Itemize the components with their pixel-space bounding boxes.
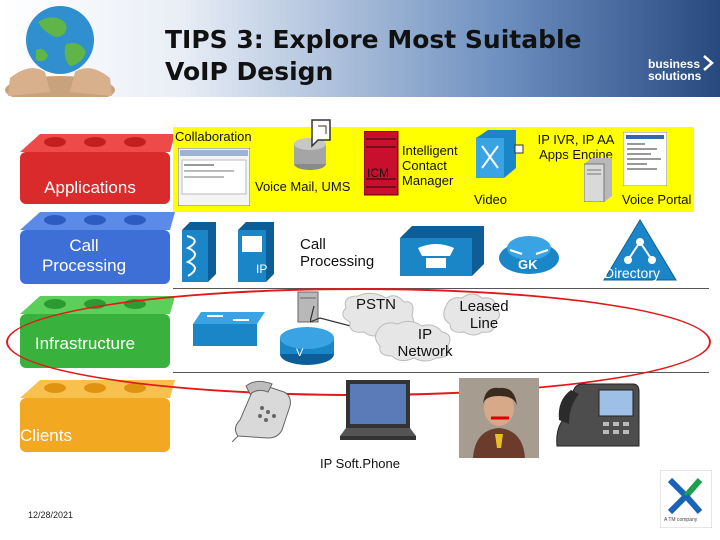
video-label: Video — [474, 192, 508, 207]
ip-desk-phone-icon — [232, 380, 291, 442]
date-footer: 12/28/2021 — [28, 510, 74, 520]
blue-lego-brick-icon — [20, 212, 175, 284]
clients-brick: Clients — [0, 376, 180, 456]
company-tagline: A TM company — [664, 517, 698, 523]
title-line-1: TIPS 3: Explore Most Suitable — [165, 25, 582, 54]
brand-line-1: business — [648, 57, 701, 71]
clients-label: Clients — [20, 426, 72, 445]
intelligent-line-3: Manager — [402, 173, 454, 188]
call-processing-center-label: Call Processing — [300, 236, 374, 270]
voice-portal-document-icon — [623, 132, 667, 186]
phone-switch-icon — [400, 226, 484, 276]
gk-badge: GK — [518, 257, 538, 272]
red-lego-brick-icon — [20, 134, 175, 204]
call-processing-label-1: Call — [69, 236, 99, 255]
ip-phone-icon — [556, 383, 640, 447]
applications-label: Applications — [44, 178, 136, 197]
page-title: TIPS 3: Explore Most Suitable VoIP Desig… — [165, 24, 625, 88]
chevron-logo-icon — [703, 55, 714, 71]
call-processing-center-line-2: Processing — [300, 253, 375, 270]
ip-badge: IP — [256, 262, 268, 276]
intelligent-line-1: Intelligent — [402, 143, 458, 158]
directory-triangle-icon — [603, 219, 677, 281]
voice-mail-server-icon — [294, 119, 331, 170]
directory-label: Directory — [604, 265, 661, 281]
intelligent-line-2: Contact — [402, 158, 447, 173]
ivr-line-1: IP IVR, IP AA — [537, 132, 615, 147]
gk-cloud-icon — [499, 236, 559, 274]
intelligent-contact-manager-label: Intelligent Contact Manager — [402, 143, 458, 188]
brand-line-2: solutions — [648, 69, 702, 83]
icm-server-icon — [364, 131, 399, 196]
header-banner — [0, 0, 720, 97]
collaboration-label: Collaboration — [175, 129, 252, 144]
xl-company-logo — [660, 470, 712, 528]
call-processing-brick: Call Processing — [0, 210, 180, 288]
collaboration-screenshot-icon — [178, 148, 250, 206]
call-processing-label-2: Processing — [41, 256, 127, 275]
person-with-headset-photo — [459, 378, 539, 458]
voice-mail-label: Voice Mail, UMS — [255, 179, 351, 194]
ip-ivr-icon — [476, 130, 516, 178]
small-box-icon — [514, 144, 524, 154]
server-tower-icon — [584, 158, 612, 202]
orange-lego-brick-icon — [20, 380, 175, 452]
softphone-label: IP Soft.Phone — [320, 456, 400, 471]
laptop-icon — [340, 380, 416, 440]
title-line-2: VoIP Design — [165, 57, 334, 86]
call-processing-center-line-1: Call — [300, 236, 326, 253]
ip-phone-server-icon — [238, 222, 274, 282]
icm-badge: ICM — [367, 166, 389, 180]
applications-brick: Applications — [0, 130, 180, 210]
globe-in-hands-icon — [5, 6, 115, 97]
call-manager-server-icon — [182, 222, 216, 282]
voice-portal-label: Voice Portal — [622, 192, 692, 207]
brand-logo-text: business solutions — [648, 58, 716, 82]
